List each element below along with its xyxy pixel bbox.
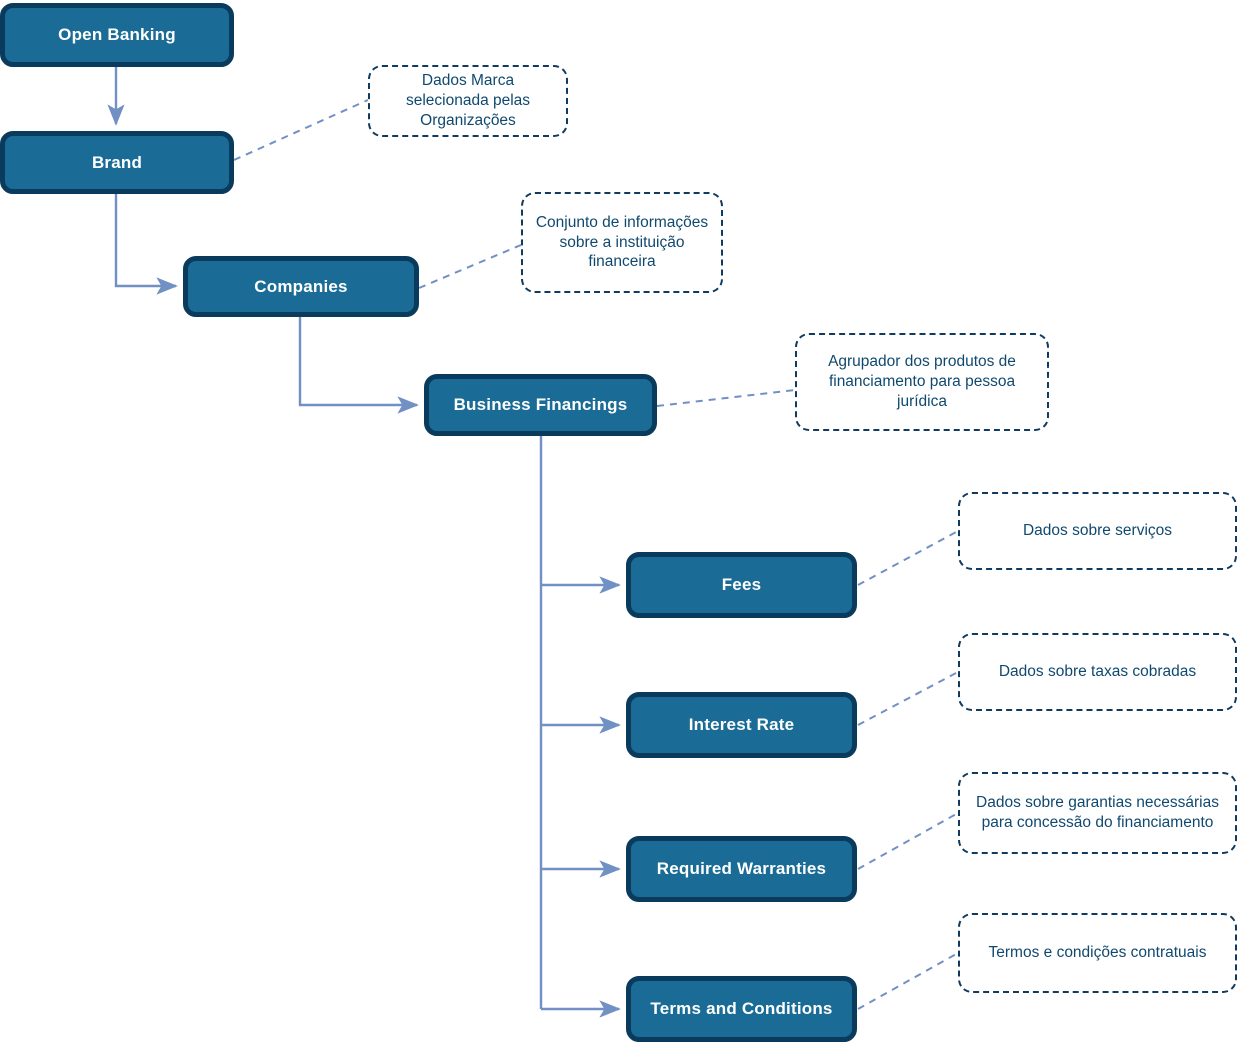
leader-companies-note xyxy=(418,244,522,289)
node-required-warranties[interactable]: Required Warranties xyxy=(626,836,857,902)
node-business-financings[interactable]: Business Financings xyxy=(424,374,657,436)
leader-interest-rate-note xyxy=(857,671,959,726)
edge-business-financings-trunk xyxy=(539,435,621,1018)
callout-terms-and-conditions-note: Termos e condições contratuais xyxy=(958,913,1237,993)
callout-interest-rate-note: Dados sobre taxas cobradas xyxy=(958,633,1237,711)
callout-text: Agrupador dos produtos de financiamento … xyxy=(828,353,1016,410)
leader-required-warranties-note xyxy=(857,812,959,870)
node-label: Terms and Conditions xyxy=(650,999,833,1019)
node-brand[interactable]: Brand xyxy=(0,131,234,194)
callout-text: Dados sobre garantias necessárias para c… xyxy=(976,794,1219,831)
node-terms-and-conditions[interactable]: Terms and Conditions xyxy=(626,976,857,1042)
node-label: Brand xyxy=(91,152,143,172)
callout-text: Dados sobre serviços xyxy=(1022,522,1173,540)
node-companies[interactable]: Companies xyxy=(183,256,419,317)
callout-text: Conjunto de informações sobre a institui… xyxy=(535,213,709,271)
node-fees[interactable]: Fees xyxy=(626,552,857,618)
callout-companies-note: Conjunto de informações sobre a institui… xyxy=(521,192,723,293)
node-interest-rate[interactable]: Interest Rate xyxy=(626,692,857,758)
node-label: Open Banking xyxy=(58,25,176,45)
callout-text: Dados sobre taxas cobradas xyxy=(998,663,1197,681)
callout-brand-note: Dados Marca selecionada pelas Organizaçõ… xyxy=(368,65,568,137)
leader-business-financings-note xyxy=(656,389,796,407)
callout-required-warranties-note: Dados sobre garantias necessárias para c… xyxy=(958,772,1237,854)
node-label: Business Financings xyxy=(453,395,628,415)
edge-companies-to-business-financings xyxy=(298,316,419,414)
callout-text: Dados Marca selecionada pelas Organizaçõ… xyxy=(405,72,531,129)
leader-terms-and-conditions-note xyxy=(857,952,959,1010)
leader-brand-note xyxy=(233,99,369,161)
node-label: Companies xyxy=(254,276,348,296)
leader-fees-note xyxy=(857,530,959,586)
callout-text: Termos e condições contratuais xyxy=(988,944,1207,962)
node-label: Required Warranties xyxy=(656,859,827,879)
node-label: Interest Rate xyxy=(688,715,795,735)
node-open-banking[interactable]: Open Banking xyxy=(0,3,234,67)
callout-business-financings-note: Agrupador dos produtos de financiamento … xyxy=(795,333,1049,431)
callout-fees-note: Dados sobre serviços xyxy=(958,492,1237,570)
edge-brand-to-companies xyxy=(114,193,178,295)
node-label: Fees xyxy=(721,575,762,595)
